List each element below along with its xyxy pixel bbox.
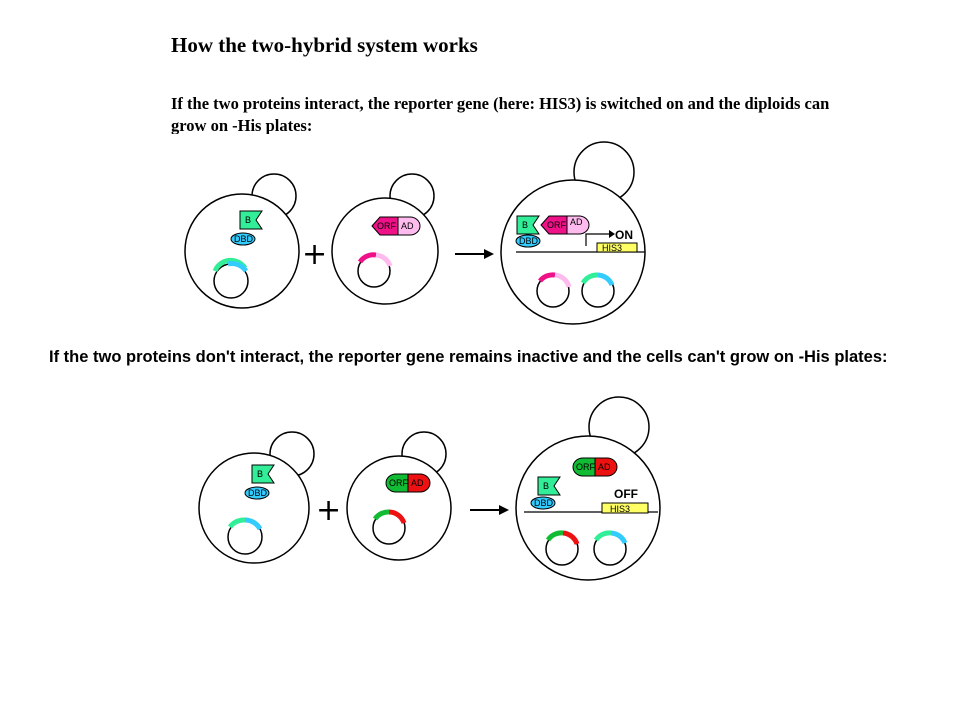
mating-arrow-lower xyxy=(470,505,509,515)
svg-text:DBD: DBD xyxy=(519,236,539,246)
state-on-label: ON xyxy=(615,228,633,242)
orf-label: ORF xyxy=(377,221,397,231)
svg-text:B: B xyxy=(543,481,549,491)
bait-protein xyxy=(239,210,263,230)
svg-text:DBD: DBD xyxy=(534,498,554,508)
dbd-domain xyxy=(230,232,256,246)
svg-text:AD: AD xyxy=(411,478,424,488)
diploid-cell-noninteracting: ORF AD B DBD OFF HIS3 xyxy=(515,396,661,581)
bait-haploid-cell: B DBD xyxy=(184,173,300,309)
svg-text:B: B xyxy=(257,469,263,479)
svg-text:HIS3: HIS3 xyxy=(602,243,622,253)
svg-text:DBD: DBD xyxy=(248,488,268,498)
svg-text:B: B xyxy=(522,220,528,230)
svg-text:AD: AD xyxy=(598,462,611,472)
svg-text:ORF: ORF xyxy=(547,220,567,230)
reporter-gene xyxy=(596,242,638,253)
bait-label: B xyxy=(245,215,251,225)
activation-domain-noninteracting xyxy=(407,473,431,493)
plus-sign-lower: + xyxy=(316,493,341,528)
state-off-label: OFF xyxy=(614,487,638,501)
slide-title: How the two-hybrid system works xyxy=(171,33,478,57)
no-interaction-explanation: If the two proteins don't interact, the … xyxy=(49,348,888,366)
diploid-cell-interacting: B ORF AD DBD ON HIS3 xyxy=(500,141,646,325)
svg-text:ORF: ORF xyxy=(576,462,596,472)
dbd-label: DBD xyxy=(234,234,254,244)
svg-text:ORF: ORF xyxy=(389,478,409,488)
reporter-gene-inactive xyxy=(601,502,649,514)
svg-text:AD: AD xyxy=(570,217,583,227)
activation-domain xyxy=(397,216,421,236)
prey-haploid-cell-noninteracting: ORF AD xyxy=(346,431,452,561)
interaction-explanation: If the two proteins interact, the report… xyxy=(171,94,830,134)
prey-haploid-cell-interacting: ORF AD xyxy=(331,173,439,305)
mating-arrow xyxy=(455,249,494,259)
ad-label: AD xyxy=(401,221,414,231)
bait-haploid-cell-lower: B DBD xyxy=(198,431,315,564)
plus-sign: + xyxy=(302,237,327,272)
svg-text:HIS3: HIS3 xyxy=(610,504,630,514)
